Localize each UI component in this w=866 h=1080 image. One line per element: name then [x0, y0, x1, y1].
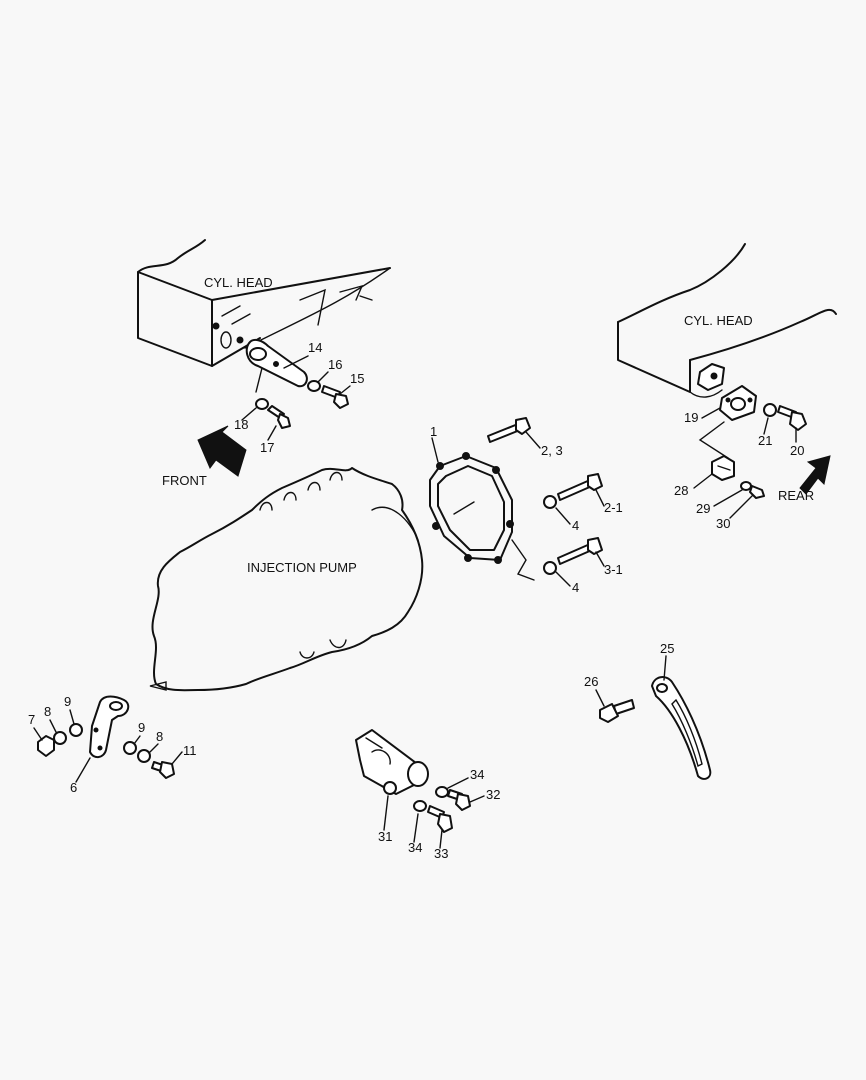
callout-9-right: 9	[138, 720, 145, 735]
rear-label: REAR	[778, 488, 814, 503]
part-4-washer-lower	[543, 561, 557, 575]
callout-2-3: 2, 3	[541, 443, 563, 458]
callout-18: 18	[234, 417, 248, 432]
cylinder-head-right	[617, 243, 837, 398]
callout-30: 30	[716, 516, 730, 531]
callout-7: 7	[28, 712, 35, 727]
rear-arrow-icon	[799, 455, 831, 495]
callout-3-1: 3-1	[604, 562, 623, 577]
injection-pump-label: INJECTION PUMP	[247, 560, 357, 575]
part-26-bolt	[599, 699, 635, 723]
callout-16: 16	[328, 357, 342, 372]
part-1-gasket	[429, 452, 514, 564]
callout-4-lower: 4	[572, 580, 579, 595]
part-17-bolt	[267, 405, 291, 429]
part-34-washer-lower	[413, 800, 427, 812]
cylinder-head-left	[137, 239, 391, 367]
part-33-bolt	[427, 805, 453, 833]
callout-34-upper: 34	[470, 767, 484, 782]
callout-15: 15	[350, 371, 364, 386]
part-11-bolt	[151, 761, 175, 779]
part-2-3-bolt	[487, 417, 531, 443]
part-9-washer-left	[69, 723, 83, 737]
part-30-bolt	[749, 485, 765, 499]
part-29-washer	[740, 481, 752, 491]
callout-14: 14	[308, 340, 322, 355]
leader-lines	[33, 355, 797, 849]
callout-1: 1	[430, 424, 437, 439]
part-32-bolt	[447, 789, 471, 811]
callout-11: 11	[183, 743, 197, 758]
front-arrow-icon	[197, 425, 247, 477]
connector-line	[511, 539, 535, 581]
callout-25: 25	[660, 641, 674, 656]
part-19-plate	[719, 385, 757, 421]
callout-32: 32	[486, 787, 500, 802]
part-20-bolt	[777, 405, 807, 431]
part-8-washer-right	[137, 749, 151, 763]
callout-19: 19	[684, 410, 698, 425]
callout-6: 6	[70, 780, 77, 795]
callout-9-left: 9	[64, 694, 71, 709]
callout-2-1: 2-1	[604, 500, 623, 515]
injection-pump-outline	[151, 467, 424, 692]
cyl-head-left-label: CYL. HEAD	[204, 275, 273, 290]
part-21-washer	[763, 403, 777, 417]
callout-28: 28	[674, 483, 688, 498]
callout-34-lower: 34	[408, 840, 422, 855]
front-label: FRONT	[162, 473, 207, 488]
callout-20: 20	[790, 443, 804, 458]
cyl-head-right-label: CYL. HEAD	[684, 313, 753, 328]
callout-21: 21	[758, 433, 772, 448]
part-2-1-bolt	[557, 473, 603, 501]
part-16-washer	[307, 380, 321, 392]
part-34-washer-upper	[435, 786, 449, 798]
part-9-washer-right	[123, 741, 137, 755]
callout-4-upper: 4	[572, 518, 579, 533]
part-4-washer-upper	[543, 495, 557, 509]
part-7-nut	[37, 735, 55, 757]
part-6-lever	[89, 681, 167, 758]
part-3-1-bolt	[557, 537, 603, 565]
callout-31: 31	[378, 829, 392, 844]
part-8-washer-left	[53, 731, 67, 745]
part-25-arm	[651, 676, 712, 780]
callout-17: 17	[260, 440, 274, 455]
callout-33: 33	[434, 846, 448, 861]
part-14-bracket	[245, 338, 308, 393]
part-18-washer	[255, 398, 269, 410]
part-28-bracket	[698, 421, 735, 481]
callout-8-right: 8	[156, 729, 163, 744]
part-31-bracket	[355, 729, 429, 795]
callout-8-left: 8	[44, 704, 51, 719]
callout-29: 29	[696, 501, 710, 516]
part-15-bolt	[321, 385, 349, 409]
callout-26: 26	[584, 674, 598, 689]
